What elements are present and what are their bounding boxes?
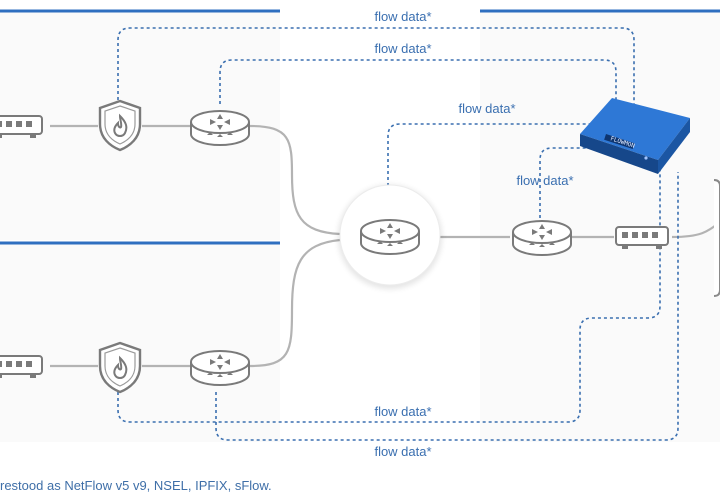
- link: [249, 238, 341, 368]
- flow-label-top-inner: flow data*: [374, 41, 431, 56]
- flow-path-core: [387, 123, 592, 186]
- link: [249, 124, 341, 236]
- flow-label-top-outer: flow data*: [374, 9, 431, 24]
- router-icon: [190, 110, 250, 146]
- router-icon: [190, 350, 250, 386]
- footnote-text: restood as NetFlow v5 v9, NSEL, IPFIX, s…: [0, 478, 272, 493]
- flow-label-bottom-inner: flow data*: [374, 404, 431, 419]
- flow-label-core: flow data*: [458, 101, 515, 116]
- flow-path-top-outer: [117, 27, 635, 112]
- flow-paths: [117, 27, 679, 441]
- switch-icon: [0, 355, 43, 379]
- collector-appliance-icon: FLOWMON: [580, 98, 690, 174]
- router-icon: [360, 219, 420, 255]
- edge-device-partial: [713, 179, 720, 297]
- site-panel-bottom-left: [0, 241, 280, 442]
- flow-label-edge-router: flow data*: [516, 173, 573, 188]
- router-icon: [512, 220, 572, 256]
- flow-path-edge-router: [539, 147, 594, 218]
- flow-path-bottom-inner: [117, 168, 661, 423]
- switch-icon: [0, 115, 43, 139]
- switch-icon: [615, 226, 669, 250]
- core-router: [338, 184, 442, 289]
- flow-label-bottom-outer: flow data*: [374, 444, 431, 459]
- flow-path-top-inner: [219, 59, 617, 112]
